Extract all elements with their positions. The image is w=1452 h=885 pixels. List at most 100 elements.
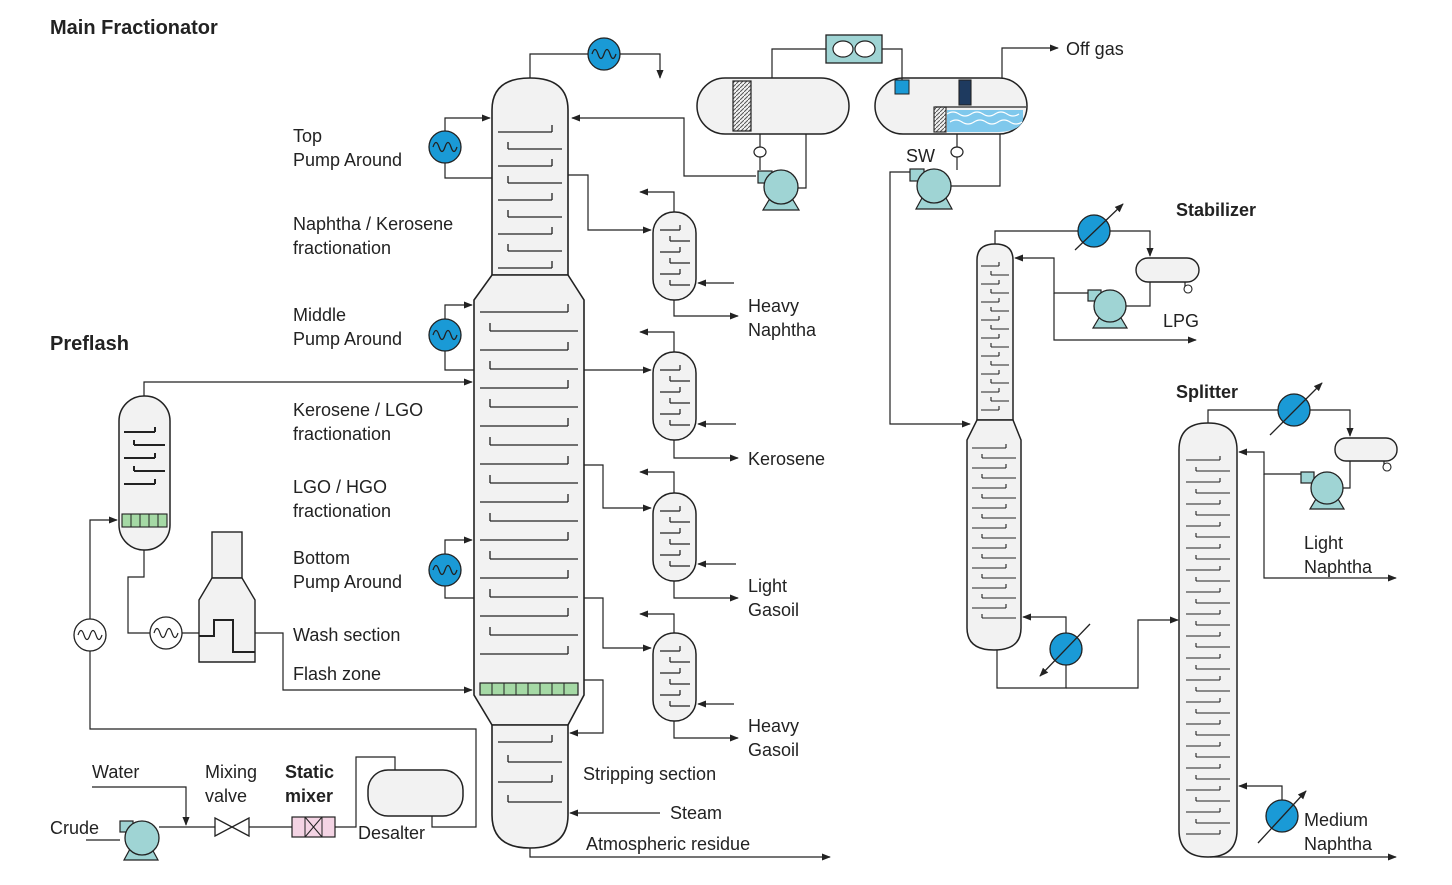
top-pump-around-line2: Pump Around	[293, 150, 403, 170]
light-gasoil-label: Light Gasoil	[748, 574, 799, 622]
medium-naphtha-line1: Medium	[1304, 810, 1369, 830]
feed-piping	[86, 378, 477, 841]
stripper-trays	[660, 225, 690, 707]
bottom-pumparound-exchanger	[428, 553, 462, 587]
heavy-gasoil-line1: Heavy	[748, 716, 800, 736]
mixing-valve-line2: valve	[205, 786, 248, 806]
preheat-exchanger-1	[73, 618, 107, 652]
side-strippers	[652, 211, 697, 722]
main-fractionator-trays	[480, 125, 578, 803]
static-mixer-line1: Static	[285, 762, 335, 782]
lgo-hgo-label: LGO / HGO fractionation	[293, 475, 391, 523]
light-naphtha-line1: Light	[1304, 533, 1344, 553]
middle-pumparound-exchanger	[428, 318, 462, 352]
top-pumparound-exchanger	[428, 130, 462, 164]
stabilizer-piping	[994, 230, 1197, 689]
preflash-column	[118, 395, 171, 551]
bottom-pump-around-line2: Pump Around	[293, 572, 403, 592]
splitter-trays	[1186, 456, 1230, 835]
preheat-exchanger-2	[149, 616, 183, 650]
stripping-section-label: Stripping section	[583, 764, 717, 784]
light-gasoil-line2: Gasoil	[748, 600, 800, 620]
heavy-gasoil-label: Heavy Gasoil	[748, 714, 799, 762]
desalter-label: Desalter	[358, 823, 426, 843]
sw-label: SW	[906, 146, 935, 166]
flash-zone-label: Flash zone	[293, 664, 382, 684]
stabilizer-reflux-pump	[1087, 289, 1129, 329]
stabilizer-column	[966, 243, 1022, 651]
bottom-pump-around-label: Bottom Pump Around	[293, 546, 402, 594]
splitter-title: Splitter	[1176, 382, 1239, 402]
separator-drum	[874, 77, 1028, 158]
side-draw-piping	[529, 174, 831, 861]
stabilizer-reboiler	[1039, 623, 1091, 677]
overhead-condenser	[587, 37, 621, 71]
bottom-pump-around-line1: Bottom	[293, 548, 351, 568]
wash-packing-grid	[491, 683, 565, 695]
middle-pump-around-line1: Middle	[293, 305, 347, 325]
splitter-condenser	[1269, 382, 1323, 436]
middle-pump-around-label: Middle Pump Around	[293, 303, 402, 351]
wash-section-label: Wash section	[293, 625, 401, 645]
static-mixer-symbol	[291, 816, 336, 838]
off-gas-label: Off gas	[1066, 39, 1124, 59]
light-gasoil-stripper	[652, 492, 697, 582]
mixing-valve-symbol	[214, 816, 250, 838]
splitter-column	[1178, 422, 1238, 858]
steam-label: Steam	[670, 803, 723, 823]
stabilizer-condenser	[1074, 203, 1124, 251]
splitter-reflux-drum	[1334, 437, 1398, 472]
crude-pump	[119, 820, 160, 861]
static-mixer-label: Static mixer	[285, 760, 334, 808]
sw-pump	[909, 168, 954, 210]
kerosene-lgo-line1: Kerosene / LGO	[293, 400, 424, 420]
lgo-hgo-line1: LGO / HGO	[293, 477, 388, 497]
medium-naphtha-line2: Naphtha	[1304, 834, 1373, 854]
heavy-naphtha-label: Heavy Naphtha	[748, 294, 816, 342]
heavy-gasoil-stripper	[652, 632, 697, 722]
lpg-label: LPG	[1163, 311, 1200, 331]
stabilizer-reflux-drum	[1135, 257, 1200, 294]
middle-pump-around-line2: Pump Around	[293, 329, 403, 349]
kerosene-product-label: Kerosene	[748, 449, 826, 469]
top-pump-around-line1: Top	[293, 126, 323, 146]
reflux-drum	[696, 77, 850, 158]
water-label: Water	[92, 762, 140, 782]
kerosene-lgo-line2: fractionation	[293, 424, 392, 444]
fired-heater	[198, 531, 256, 663]
naphtha-kerosene-label: Naphtha / Kerosene fractionation	[293, 212, 453, 260]
mixing-valve-label: Mixing valve	[205, 760, 257, 808]
atmospheric-residue-label: Atmospheric residue	[586, 834, 751, 854]
heavy-naphtha-stripper	[652, 211, 697, 301]
splitter-piping	[1207, 409, 1397, 861]
lgo-hgo-line2: fractionation	[293, 501, 392, 521]
light-naphtha-label: Light Naphtha	[1304, 531, 1372, 579]
naphtha-kerosene-line1: Naphtha / Kerosene	[293, 214, 454, 234]
stabilizer-trays	[972, 262, 1016, 619]
preflash-trays	[124, 427, 165, 485]
desalter-vessel	[367, 769, 464, 817]
main-fractionator-title: Main Fractionator	[50, 17, 218, 39]
kerosene-lgo-label: Kerosene / LGO fractionation	[293, 398, 423, 446]
heavy-naphtha-line2: Naphtha	[748, 320, 817, 340]
mixing-valve-line1: Mixing	[205, 762, 258, 782]
light-naphtha-line2: Naphtha	[1304, 557, 1373, 577]
splitter-reflux-pump	[1300, 471, 1346, 510]
kerosene-stripper	[652, 351, 697, 441]
naphtha-kerosene-line2: fractionation	[293, 238, 392, 258]
medium-naphtha-label: Medium Naphtha	[1304, 808, 1372, 856]
static-mixer-line2: mixer	[285, 786, 334, 806]
stabilizer-title: Stabilizer	[1176, 200, 1257, 220]
crude-label: Crude	[50, 818, 100, 838]
overhead-piping	[571, 44, 1059, 428]
top-pump-around-label: Top Pump Around	[293, 124, 402, 172]
heavy-naphtha-line1: Heavy	[748, 296, 800, 316]
wash-packing	[479, 682, 579, 696]
preflash-title: Preflash	[50, 333, 129, 355]
reflux-pump	[757, 169, 801, 211]
pumparound-piping	[444, 53, 664, 599]
light-gasoil-line1: Light	[748, 576, 788, 596]
heavy-gasoil-line2: Gasoil	[748, 740, 800, 760]
